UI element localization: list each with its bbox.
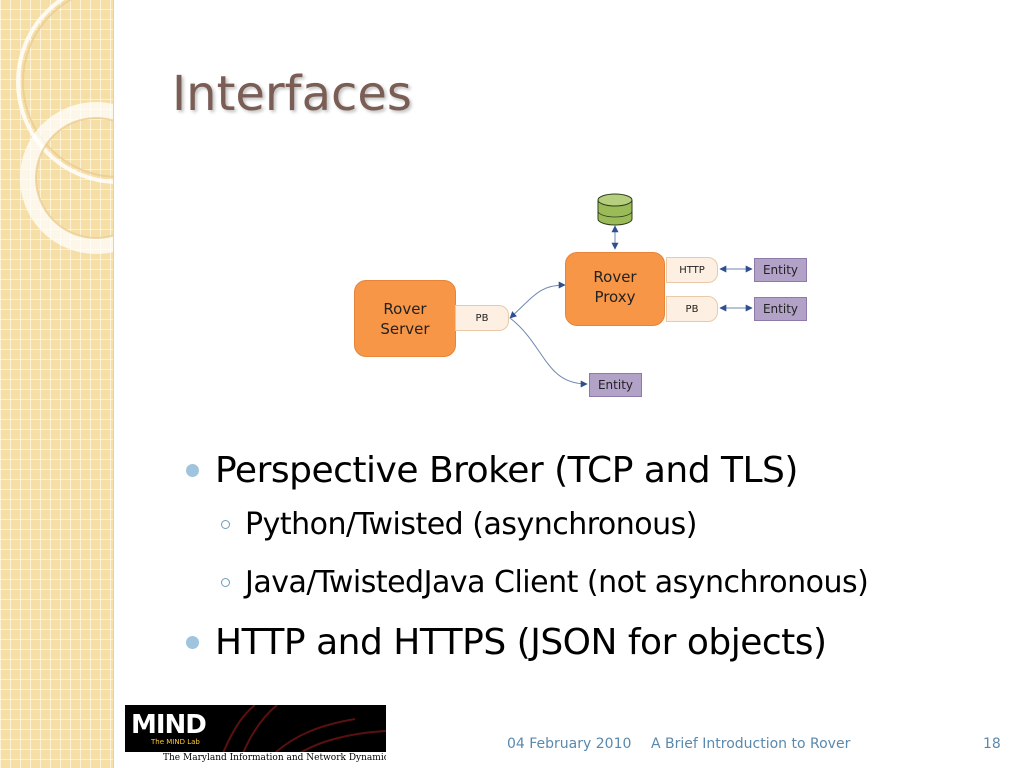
decorative-left-strip — [0, 0, 114, 768]
bullet-text: Perspective Broker (TCP and TLS) — [215, 450, 798, 491]
bullet-list: Perspective Broker (TCP and TLS) Python/… — [185, 448, 1005, 674]
entity-pb: Entity — [754, 297, 807, 321]
bullet-dot-icon — [186, 636, 199, 649]
bullet-item: HTTP and HTTPS (JSON for objects) — [185, 620, 1005, 674]
proxy-pb-port: PB — [666, 296, 718, 322]
rover-server-node: Rover Server — [354, 280, 456, 357]
decorative-rings — [16, 0, 113, 254]
rover-proxy-label: Rover — [593, 268, 637, 286]
rover-proxy-node: Rover Proxy — [565, 252, 665, 326]
database-icon — [597, 193, 633, 226]
bullet-text: HTTP and HTTPS (JSON for objects) — [215, 622, 827, 663]
slide-title: Interfaces — [172, 66, 412, 122]
footer-date: 04 February 2010 — [507, 736, 632, 752]
entity-http: Entity — [754, 258, 807, 282]
logo-subtitle: The MIND Lab — [151, 738, 200, 746]
sub-bullet-ring-icon — [221, 578, 230, 587]
diagram-connectors — [509, 193, 753, 388]
server-entity-connector — [509, 317, 588, 388]
footer-presentation-title: A Brief Introduction to Rover — [651, 736, 851, 752]
interfaces-diagram: Rover Server PB Rover Proxy HTTP PB Enti… — [340, 185, 820, 410]
logo-arcs — [222, 705, 386, 753]
rover-server-label-2: Server — [380, 319, 430, 338]
sub-bullet-item: Python/Twisted (asynchronous) — [185, 502, 1005, 560]
logo-tagline: The Maryland Information and Network Dyn… — [125, 752, 386, 765]
bullet-item: Perspective Broker (TCP and TLS) — [185, 448, 1005, 502]
sub-bullet-text: Python/Twisted (asynchronous) — [245, 507, 698, 542]
sub-bullet-text: Java/TwistedJava Client (not asynchronou… — [245, 565, 869, 600]
bullet-dot-icon — [186, 464, 199, 477]
footer-page-number: 18 — [983, 736, 1001, 752]
sub-bullet-item: Java/TwistedJava Client (not asynchronou… — [185, 560, 1005, 618]
sub-bullet-ring-icon — [221, 520, 230, 529]
rover-proxy-label-2: Proxy — [594, 288, 636, 306]
rover-server-label: Rover — [383, 299, 427, 318]
server-pb-port: PB — [455, 305, 509, 331]
logo-mind-text: MIND — [131, 710, 207, 740]
proxy-http-port: HTTP — [666, 257, 718, 283]
mind-lab-logo: MIND The MIND Lab The Maryland Informati… — [125, 705, 386, 765]
server-proxy-connector — [509, 281, 566, 319]
entity-server: Entity — [589, 373, 642, 397]
